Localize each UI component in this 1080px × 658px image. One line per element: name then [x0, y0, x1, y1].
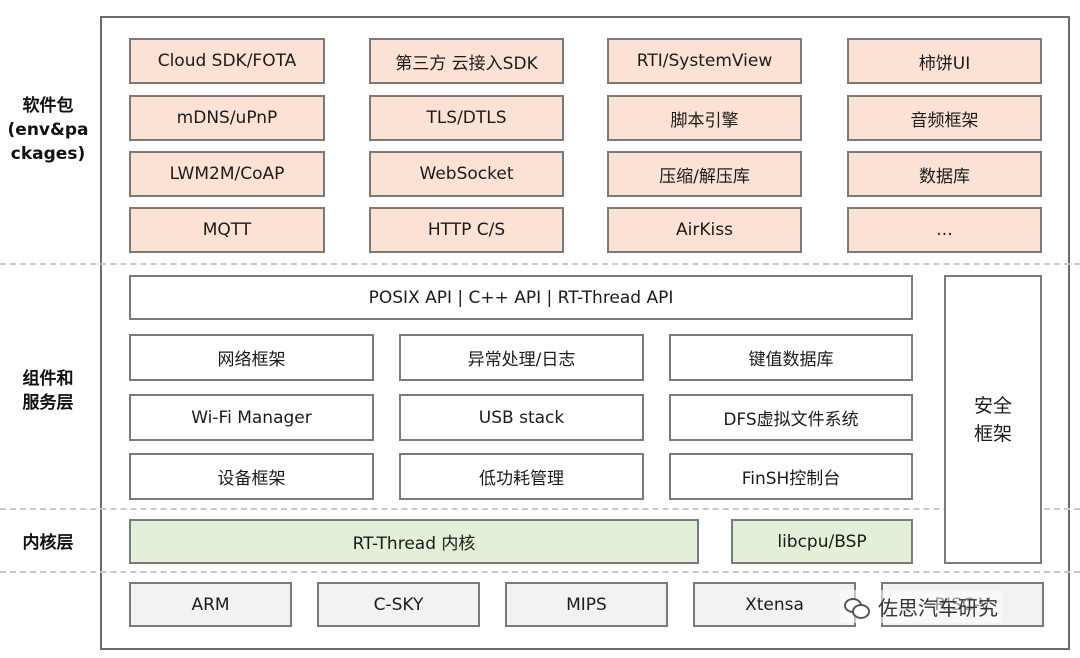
package-mdns: mDNS/uPnP: [129, 95, 325, 141]
package-compression: 压缩/解压库: [607, 151, 802, 197]
package-more: ...: [847, 207, 1042, 253]
service-network-framework: 网络框架: [129, 334, 374, 381]
package-tls: TLS/DTLS: [369, 95, 564, 141]
service-exception-log: 异常处理/日志: [399, 334, 644, 381]
service-dfs: DFS虚拟文件系统: [669, 394, 913, 441]
service-device-framework: 设备框架: [129, 453, 374, 500]
security-label-line2: 框架: [973, 422, 1012, 445]
service-usb-stack: USB stack: [399, 394, 644, 441]
package-ui: 柿饼UI: [847, 38, 1042, 84]
package-audio: 音频框架: [847, 95, 1042, 141]
package-third-party-cloud: 第三方 云接入SDK: [369, 38, 564, 84]
kernel-core: RT-Thread 内核: [129, 519, 699, 564]
package-airkiss: AirKiss: [607, 207, 802, 253]
diagram-frame: [100, 16, 1070, 650]
layer-label-kernel: 内核层: [22, 533, 74, 553]
package-rti-systemview: RTI/SystemView: [607, 38, 802, 84]
service-low-power: 低功耗管理: [399, 453, 644, 500]
layer-label-services: 组件和 服务层: [22, 369, 74, 413]
arch-xtensa: Xtensa: [693, 582, 856, 627]
service-kv-database: 键值数据库: [669, 334, 913, 381]
separator-packages: [0, 263, 1080, 265]
service-finsh-console: FinSH控制台: [669, 453, 913, 500]
separator-kernel: [0, 571, 1080, 573]
package-http: HTTP C/S: [369, 207, 564, 253]
arch-csky: C-SKY: [317, 582, 480, 627]
arch-mips: MIPS: [505, 582, 668, 627]
api-bar: POSIX API | C++ API | RT-Thread API: [129, 275, 913, 320]
separator-services: [0, 508, 1080, 510]
package-websocket: WebSocket: [369, 151, 564, 197]
package-cloud-sdk: Cloud SDK/FOTA: [129, 38, 325, 84]
package-lwm2m: LWM2M/CoAP: [129, 151, 325, 197]
package-database: 数据库: [847, 151, 1042, 197]
security-framework: 安全 框架: [944, 275, 1042, 564]
watermark: 佐思汽车研究: [840, 590, 1002, 623]
package-mqtt: MQTT: [129, 207, 325, 253]
arch-arm: ARM: [129, 582, 292, 627]
watermark-text: 佐思汽车研究: [878, 596, 998, 620]
wechat-icon: [844, 596, 870, 619]
kernel-bsp: libcpu/BSP: [731, 519, 913, 564]
service-wifi-manager: Wi-Fi Manager: [129, 394, 374, 441]
package-script-engine: 脚本引擎: [607, 95, 802, 141]
layer-label-packages: 软件包 (env&pa ckages): [7, 96, 89, 164]
security-label-line1: 安全: [973, 394, 1012, 417]
